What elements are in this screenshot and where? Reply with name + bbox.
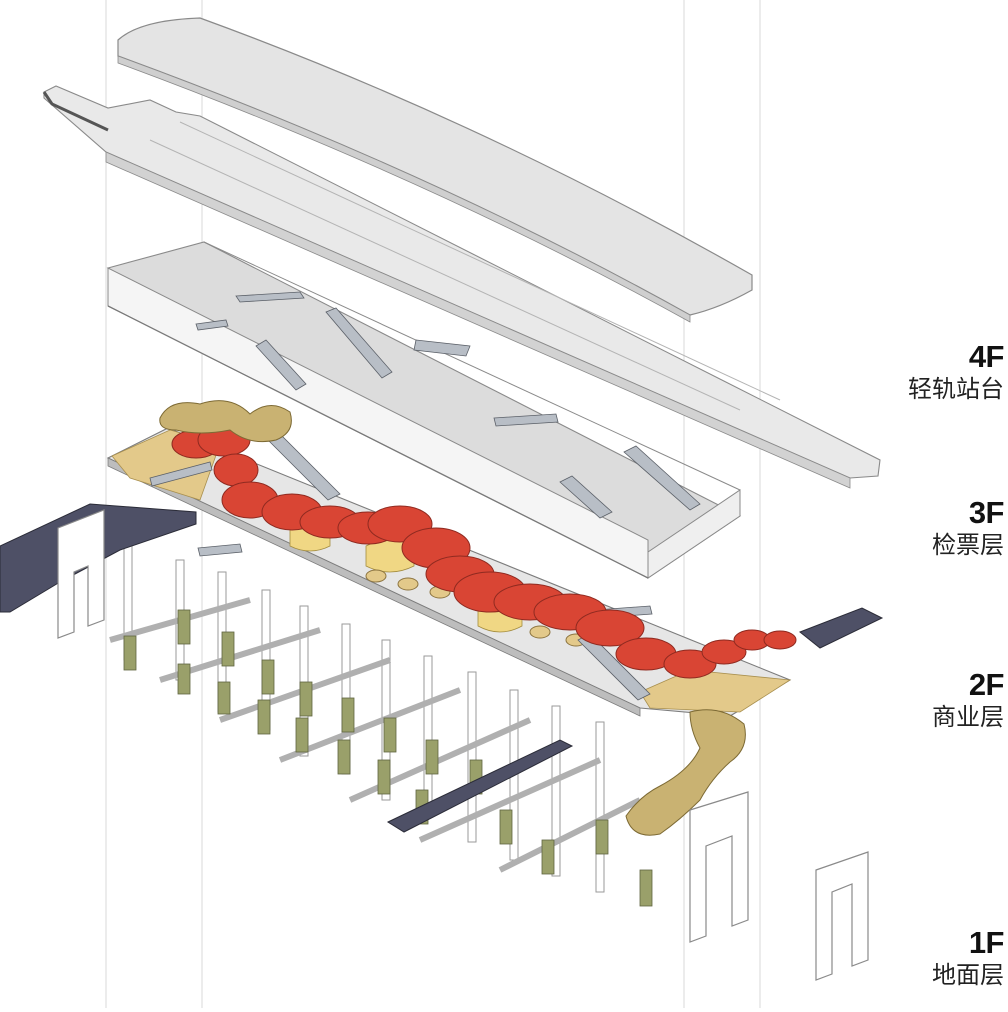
concourse-box — [106, 241, 742, 579]
floor-name: 检票层 — [932, 531, 1004, 559]
organic-sculpture — [159, 400, 746, 836]
support-columns — [109, 539, 653, 907]
floor-name: 商业层 — [932, 703, 1004, 731]
floor-name: 轻轨站台 — [908, 375, 1004, 403]
floor-label-4f: 4F 轻轨站台 — [908, 339, 1005, 404]
floor-name: 地面层 — [932, 961, 1004, 989]
red-circulation-path — [171, 423, 797, 679]
floor-code: 4F — [968, 339, 1005, 374]
floor-code: 3F — [968, 495, 1005, 530]
ground-portal-frames — [57, 509, 869, 981]
floor-label-3f: 3F 检票层 — [932, 495, 1005, 560]
floor-code: 2F — [968, 667, 1005, 702]
roof-canopy — [117, 17, 753, 323]
light-rail-platform — [42, 85, 881, 489]
floor-label-1f: 1F 地面层 — [932, 925, 1005, 990]
floor-code: 1F — [968, 925, 1005, 960]
floor-label-2f: 2F 商业层 — [932, 667, 1005, 732]
